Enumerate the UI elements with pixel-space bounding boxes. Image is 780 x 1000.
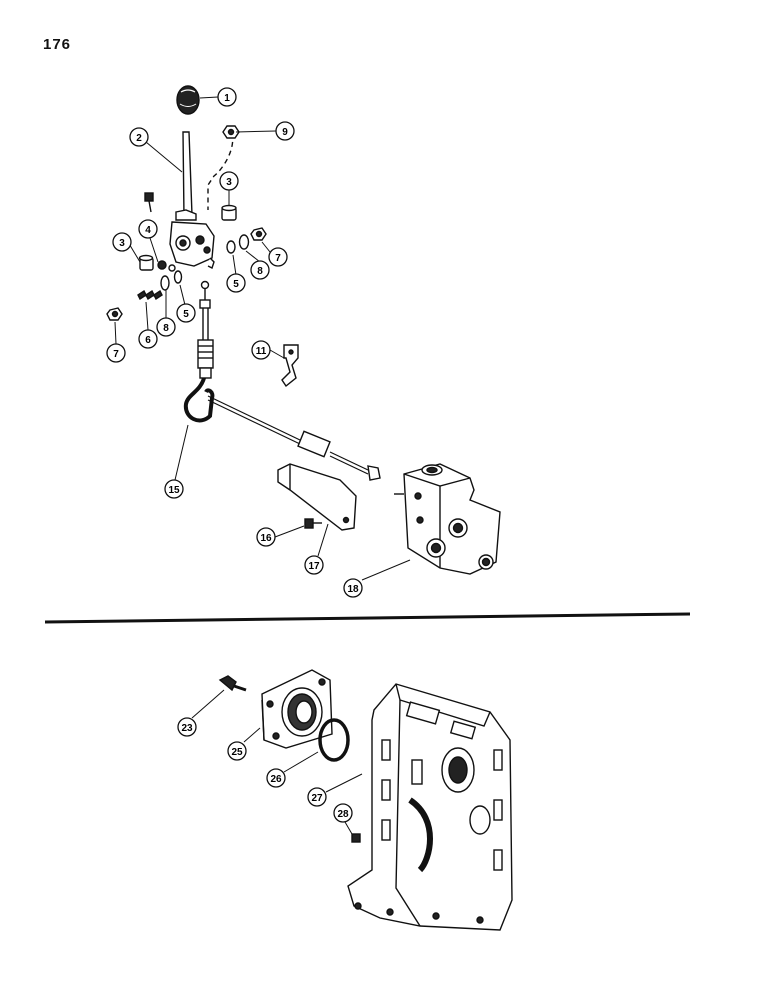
callout-2: 2	[129, 127, 149, 147]
stud	[157, 260, 176, 272]
svg-text:25: 25	[231, 747, 243, 758]
bearing-retainer-25	[261, 669, 333, 749]
lever-knob	[176, 85, 200, 115]
callout-26: 26	[266, 768, 286, 788]
callout-18: 18	[343, 578, 363, 598]
rear-housing-assembly	[218, 669, 513, 931]
bolt-4	[144, 192, 154, 213]
svg-text:11: 11	[256, 346, 267, 357]
svg-text:23: 23	[181, 723, 193, 734]
svg-text:1: 1	[224, 93, 230, 104]
callout-5-right: 5	[226, 273, 246, 293]
svg-text:2: 2	[136, 133, 142, 144]
shift-lever-assembly	[106, 85, 501, 575]
callout-11: 11	[251, 340, 271, 360]
nut-9	[222, 125, 240, 139]
nut-7-left	[106, 307, 123, 321]
leader-lines	[114, 96, 411, 835]
bolt-23	[218, 675, 247, 692]
svg-text:18: 18	[347, 584, 359, 595]
svg-text:3: 3	[226, 177, 232, 188]
callout-7-right: 7	[268, 247, 288, 267]
bolt-16	[304, 518, 322, 529]
callout-1: 1	[217, 87, 237, 107]
svg-text:6: 6	[145, 335, 151, 346]
svg-text:15: 15	[168, 485, 180, 496]
svg-text:16: 16	[260, 533, 272, 544]
callout-3-left: 3	[112, 232, 132, 252]
nut-28	[351, 833, 361, 843]
control-valve-18	[394, 463, 501, 575]
svg-text:8: 8	[257, 266, 263, 277]
housing-27	[347, 683, 513, 931]
svg-text:8: 8	[163, 323, 169, 334]
callout-5-left: 5	[176, 303, 196, 323]
control-cable	[183, 280, 381, 481]
svg-text:27: 27	[311, 793, 323, 804]
o-ring-26	[318, 718, 350, 762]
washer-5-right	[226, 240, 236, 254]
bushing-3-upper	[221, 204, 237, 221]
nut-7-right	[250, 227, 267, 241]
callout-6: 6	[138, 329, 158, 349]
washer-5-left	[173, 270, 183, 284]
bracket-17	[277, 463, 357, 531]
svg-text:5: 5	[233, 279, 239, 290]
washer-8-right	[238, 234, 250, 250]
svg-text:7: 7	[113, 349, 119, 360]
washer-8-left	[160, 275, 170, 291]
separator-line	[44, 612, 691, 624]
svg-text:26: 26	[270, 774, 282, 785]
callout-17: 17	[304, 555, 324, 575]
callout-27: 27	[307, 787, 327, 807]
callout-8-right: 8	[250, 260, 270, 280]
callout-25: 25	[227, 741, 247, 761]
svg-text:7: 7	[275, 253, 281, 264]
svg-text:28: 28	[337, 809, 349, 820]
callout-23: 23	[177, 717, 197, 737]
callout-8-left: 8	[156, 317, 176, 337]
svg-text:5: 5	[183, 309, 189, 320]
svg-text:9: 9	[282, 127, 288, 138]
page-number: 176	[43, 36, 72, 53]
bushing-3-left	[138, 254, 154, 271]
callout-3-upper: 3	[219, 171, 239, 191]
callout-7-left: 7	[106, 343, 126, 363]
shift-lever	[169, 131, 215, 269]
callout-16: 16	[256, 527, 276, 547]
callout-15: 15	[164, 479, 184, 499]
svg-text:17: 17	[308, 561, 320, 572]
callout-9: 9	[275, 121, 295, 141]
clip-11	[281, 344, 299, 388]
svg-text:4: 4	[145, 225, 151, 236]
callout-28: 28	[333, 803, 353, 823]
spring-6	[137, 289, 163, 301]
callout-4: 4	[138, 219, 158, 239]
svg-text:3: 3	[119, 238, 125, 249]
